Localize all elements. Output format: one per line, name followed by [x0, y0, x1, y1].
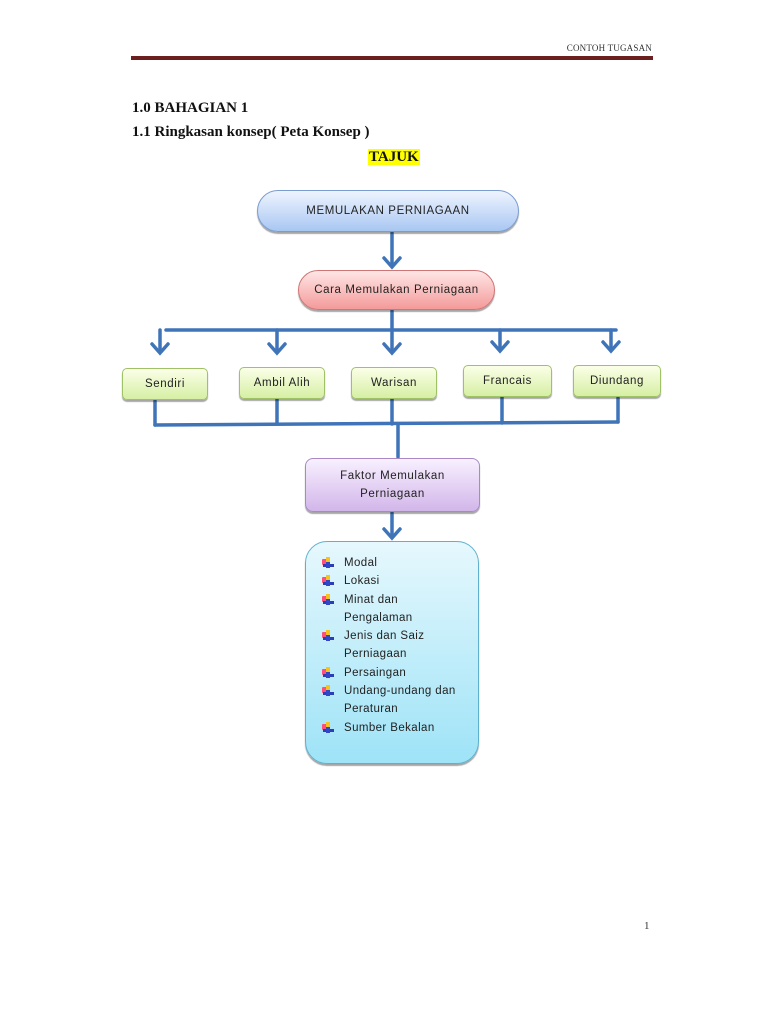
- factor-label: Minat dan Pengalaman: [344, 593, 413, 624]
- factor-label: Sumber Bekalan: [344, 721, 435, 734]
- factor-item: Sumber Bekalan: [322, 719, 478, 737]
- factor-item: Undang-undang dan Peraturan: [322, 682, 478, 719]
- factor-label: Persaingan: [344, 666, 407, 679]
- arrowhead-icon: [382, 527, 402, 541]
- subsection-heading: 1.1 Ringkasan konsep( Peta Konsep ): [132, 124, 370, 140]
- factor-item: Lokasi: [322, 572, 478, 590]
- factor-item: Minat dan Pengalaman: [322, 591, 478, 628]
- factor-label: Modal: [344, 557, 378, 569]
- arrowhead-icon: [150, 342, 170, 356]
- factor-item: Jenis dan Saiz Perniagaan: [322, 627, 478, 664]
- arrowhead-icon: [382, 256, 402, 270]
- factor-label: Undang-undang dan Peraturan: [344, 685, 456, 716]
- factor-label: Jenis dan Saiz Perniagaan: [344, 630, 425, 661]
- method-warisan: Warisan: [351, 367, 437, 399]
- bullet-arrow-icon: [322, 630, 335, 642]
- bullet-arrow-icon: [322, 575, 335, 587]
- page-number: 1: [644, 920, 650, 932]
- method-francais: Francais: [463, 365, 552, 397]
- arrowhead-icon: [267, 342, 287, 356]
- factor-label: Lokasi: [344, 575, 380, 588]
- arrowhead-icon: [601, 340, 621, 354]
- arrowhead-icon: [490, 340, 510, 354]
- bullet-arrow-icon: [322, 685, 335, 697]
- method-node: Cara Memulakan Perniagaan: [298, 270, 495, 310]
- section-heading: 1.0 BAHAGIAN 1: [132, 100, 249, 116]
- connector-bottom-bus: [153, 420, 620, 427]
- factor-node: Faktor Memulakan Perniagaan: [305, 458, 480, 512]
- bullet-arrow-icon: [322, 557, 335, 569]
- root-node: MEMULAKAN PERNIAGAAN: [257, 190, 519, 232]
- factor-item: Persaingan: [322, 664, 478, 682]
- method-diundang: Diundang: [573, 365, 661, 397]
- method-sendiri: Sendiri: [122, 368, 208, 400]
- header-rule: [131, 56, 653, 60]
- bullet-arrow-icon: [322, 593, 335, 606]
- bullet-arrow-icon: [322, 721, 335, 734]
- method-ambil-alih: Ambil Alih: [239, 367, 325, 399]
- bullet-arrow-icon: [322, 666, 335, 679]
- factor-item: Modal: [322, 554, 478, 572]
- arrowhead-icon: [382, 342, 402, 356]
- running-header: CONTOH TUGASAN: [566, 43, 652, 53]
- title-highlight: TAJUK: [368, 149, 420, 165]
